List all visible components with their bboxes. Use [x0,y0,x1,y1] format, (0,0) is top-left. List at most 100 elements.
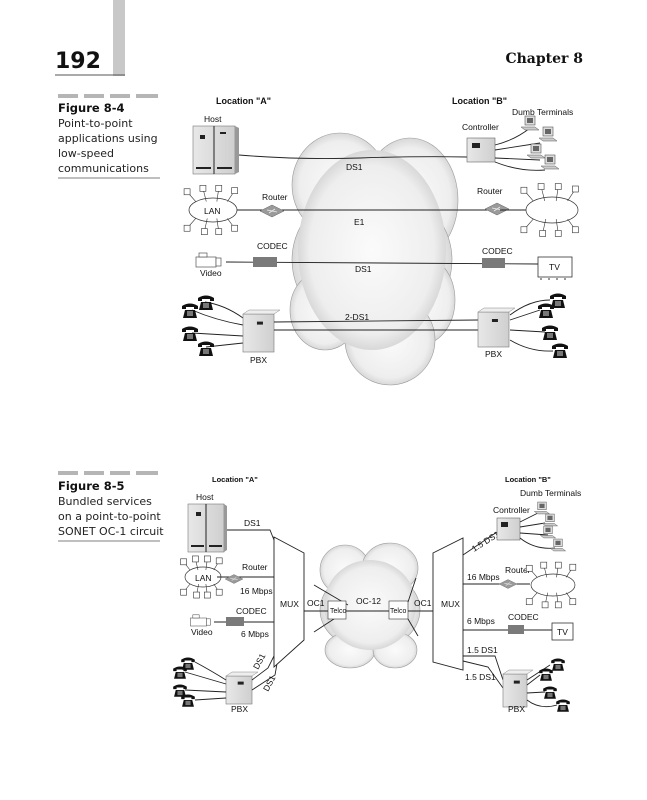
mux-b-icon [432,537,464,671]
workstation-icon [215,228,223,235]
workstation-icon [183,188,191,196]
figure-8-4-diagram: Location "A" Location "B" Host DS1 Contr… [182,96,579,386]
dumb-terminals-group [533,501,567,552]
router-shape [484,202,510,216]
mux-a-label: MUX [280,599,299,609]
terminal-icon [526,143,546,159]
telco-divider-line [407,577,417,603]
codec-b-icon [482,258,505,268]
workstation-icon [201,228,208,235]
sonet-cloud [319,542,421,669]
video-label: Video [191,627,213,637]
caption-dash-bar [58,471,158,475]
2ds1-link-line [273,319,479,323]
ds1-link-line [238,154,468,160]
controller-icon [496,517,521,541]
pbx-a-label: PBX [250,355,267,365]
telco-a-label: Telco [330,608,346,615]
video-label: Video [200,268,222,278]
caption-line: applications using [58,132,158,145]
camera-shape [195,252,222,268]
telephone-icon [182,326,198,341]
router-b-icon [498,579,518,589]
telco-a-icon [327,600,347,620]
workstation-icon [193,591,200,599]
telephone-icon [552,343,568,358]
oc1-b-label: OC1 [414,598,432,608]
workstation-icon [572,226,579,234]
host-ds1-line [227,529,277,546]
figure-8-5-caption: Figure 8-5 Bundled services on a point-t… [58,471,164,542]
telephone-icon [181,694,195,707]
lan-ellipse [530,573,576,597]
rate-pbx1-label: 1.5 DS1 [467,645,498,655]
workstation-icon [537,183,545,190]
router-b-label: Router [477,186,503,196]
video-ds1-label: DS1 [355,264,372,274]
workstation-icon [199,185,207,192]
workstation-icon [539,230,546,237]
workstation-icon [525,564,533,572]
router-a-icon [259,204,285,218]
workstation-icon [180,558,187,566]
caption-line: Bundled services [58,495,152,508]
workstation-icon [554,601,562,609]
workstation-icon [520,186,528,194]
telco-b-label: Telco [390,608,406,615]
ds1-label: DS1 [346,162,363,172]
pbx-a-label: PBX [231,704,248,714]
telephone-icon [551,658,565,671]
workstation-icon [183,224,191,232]
pbx-b-link-line [462,660,504,689]
workstation-icon [231,187,238,194]
pbx-ds1-label: DS1 [261,673,278,693]
lan-ring-a [180,555,223,599]
workstation-icon [554,561,562,569]
workstation-icon [215,588,223,596]
workstation-icon [204,591,211,599]
codec-b-icon [508,625,524,634]
telco-b-icon [388,600,409,620]
terminal-icon [549,538,567,552]
telephone-icon [543,686,557,699]
workstation-icon [525,598,533,606]
caption-line: low-speed [58,147,114,160]
caption-line: on a point-to-point [58,510,161,523]
dumb-terminals-label: Dumb Terminals [512,107,573,117]
telephone-icon [550,293,566,308]
lan-ring-b [520,183,579,237]
telephone-icon [173,684,187,697]
telephone-icon [542,325,558,340]
oc1-a-label: OC1 [307,598,325,608]
terminal-icon [533,501,551,515]
host-computer-icon [187,503,227,553]
lan-label: LAN [195,573,212,583]
controller-label: Controller [493,505,530,515]
lan-ring-a [183,185,238,235]
figure-8-4-caption: Figure 8-4 Point-to-point applications u… [58,94,160,179]
workstation-icon [215,557,223,565]
location-b-label: Location "B" [452,96,507,106]
phone-links-b [526,664,558,708]
caption-line: Point-to-point [58,117,133,130]
e1-label: E1 [354,217,365,227]
pbx-ds1-line [251,651,277,681]
terminal-icon [538,126,558,142]
host-computer-icon [192,125,239,175]
network-cloud [289,132,459,386]
codec-a-label: CODEC [236,606,267,616]
router-b-label: Router [505,565,531,575]
workstation-icon [192,555,199,563]
page-number: 192 [55,49,101,74]
lan-ring-b [525,561,577,609]
workstation-icon [540,561,548,569]
pbx-b-label: PBX [485,349,502,359]
caption-line: SONET OC-1 circuit [58,525,164,538]
workstation-icon [572,185,579,193]
rate-6mbps-b: 6 Mbps [467,616,495,626]
codec-a-icon [226,617,244,626]
figure-title: Figure 8-5 [58,479,124,493]
pbx-a-icon [242,309,281,353]
router-shape [498,579,518,589]
video-camera-icon [190,614,211,627]
